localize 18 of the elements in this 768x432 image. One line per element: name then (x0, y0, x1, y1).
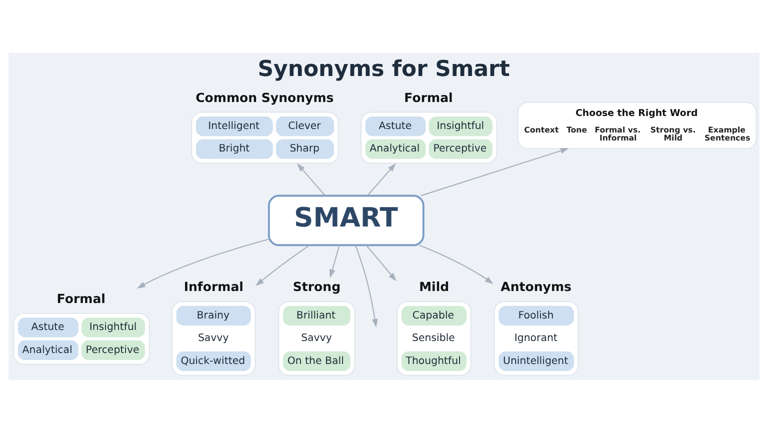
arrow (354, 244, 378, 327)
node-label: Common Synonyms (196, 89, 334, 104)
node-label: Formal (404, 89, 453, 104)
arrow (329, 244, 340, 278)
node-label: Mild (419, 278, 450, 294)
node-label: Formal (56, 290, 106, 306)
arrow (296, 162, 326, 196)
arrow (420, 147, 569, 196)
arrow (367, 162, 396, 196)
diagram-title: Synonyms for Smart (258, 56, 510, 82)
node-label: Strong (292, 278, 341, 294)
node-label: Informal (184, 278, 244, 294)
arrow (256, 244, 310, 286)
arrow (136, 238, 269, 288)
arrow (366, 244, 397, 281)
node-label: Antonyms (500, 278, 572, 294)
node-box: SMART (268, 194, 424, 246)
arrow (419, 244, 494, 284)
